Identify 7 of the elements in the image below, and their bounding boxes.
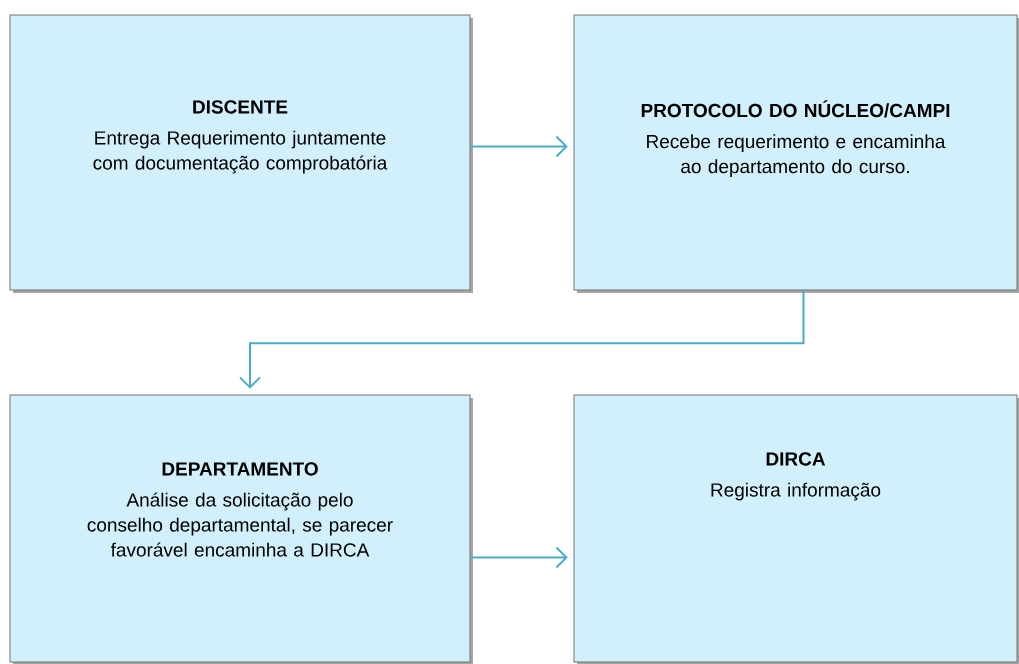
arrow [469, 135, 568, 158]
arrow [469, 546, 568, 569]
process-box: DEPARTAMENTO Análise da solicitação pelo conselho departamental, se parecer favorável encaminha a DIRCA [9, 394, 473, 664]
process-box: PROTOCOLO DO NÚCLEO/CAMPI Recebe requerimento e encaminha ao departamento do curso. [573, 14, 1019, 293]
process-box: DISCENTE Entrega Requerimento juntamente com documentação comprobatória [9, 14, 473, 293]
arrow [239, 289, 805, 389]
process-box: DIRCA Registra informação [573, 394, 1019, 664]
